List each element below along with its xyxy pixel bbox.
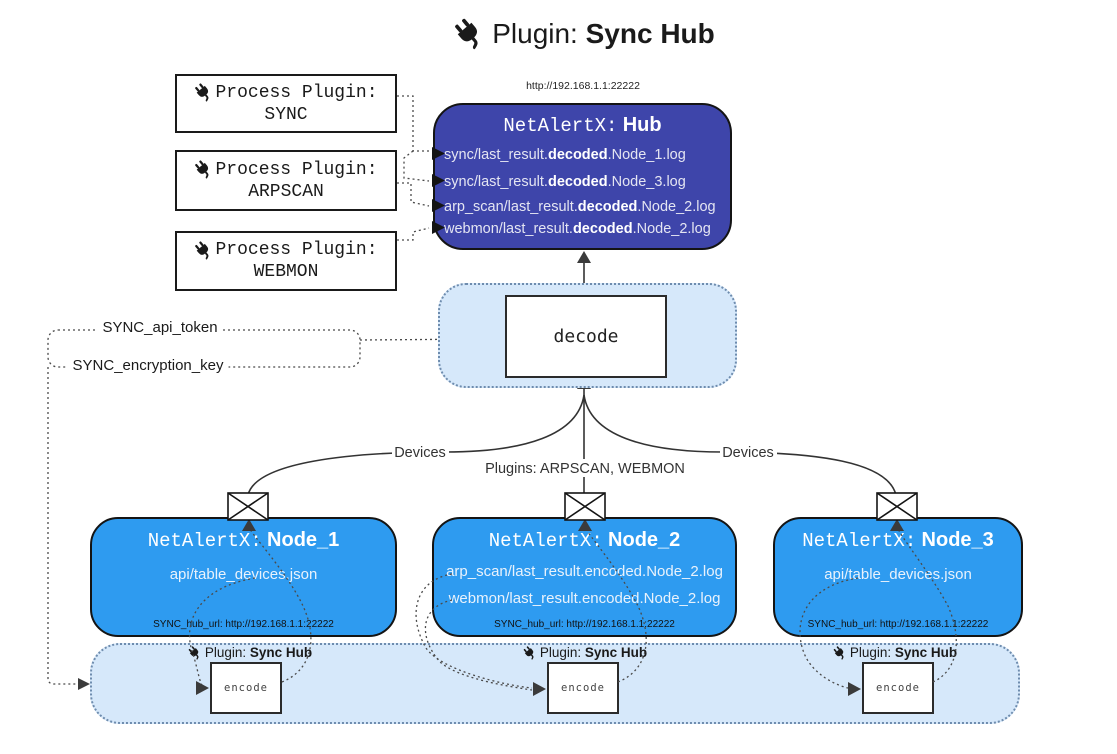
node-file: webmon/last_result.encoded.Node_2.log	[448, 590, 721, 607]
edge-sync-to-hub-2	[403, 150, 430, 182]
secret-api-token: SYNC_api_token	[97, 319, 223, 336]
plug-icon	[187, 645, 202, 660]
node-file: arp_scan/last_result.encoded.Node_2.log	[446, 563, 723, 580]
plug-icon	[194, 160, 214, 179]
secret-encryption-key: SYNC_encryption_key	[67, 357, 229, 374]
encode-box-1: encode	[210, 662, 282, 714]
edge-arpscan-to-hub	[397, 182, 430, 207]
process-plugin-name: WEBMON	[253, 262, 319, 282]
node-file: api/table_devices.json	[169, 566, 318, 583]
process-plugin-arpscan: Process Plugin: ARPSCAN	[175, 150, 397, 211]
hub-url-label: http://192.168.1.1:22222	[526, 80, 640, 92]
plug-icon	[194, 83, 214, 102]
node-1-box: NetAlertX: Node_1 api/table_devices.json…	[90, 517, 397, 637]
process-plugin-name: ARPSCAN	[248, 181, 324, 202]
title-prefix: Plugin:	[492, 18, 578, 49]
node-title-prefix: NetAlertX:	[488, 530, 603, 552]
encoder-label-2: Plugin: Sync Hub	[522, 645, 647, 660]
node-title-prefix: NetAlertX:	[147, 530, 262, 552]
node-title-name: Node_1	[267, 529, 340, 551]
edge-label-plugins: Plugins: ARPSCAN, WEBMON	[485, 461, 685, 477]
hub-box: NetAlertX: Hub sync/last_result.decoded.…	[433, 103, 732, 250]
process-plugin-label: Process Plugin:	[215, 82, 378, 103]
edge-label-devices-right: Devices	[722, 445, 774, 461]
edge-sync-to-hub	[397, 95, 429, 152]
encode-box-3: encode	[862, 662, 934, 714]
process-plugin-webmon: Process Plugin: WEBMON	[175, 231, 397, 291]
node-title-prefix: NetAlertX:	[802, 530, 917, 552]
mail-icon	[876, 492, 918, 521]
plug-icon	[194, 240, 214, 260]
edge-label-devices-left: Devices	[394, 445, 446, 461]
arrowhead-up	[577, 251, 591, 263]
mail-icon	[227, 492, 269, 521]
mail-icon	[564, 492, 606, 521]
edge-webmon-to-hub	[397, 227, 430, 241]
node-title-name: Node_2	[608, 529, 681, 551]
title-name: Sync Hub	[585, 18, 715, 49]
decode-box: decode	[505, 295, 667, 378]
edge-fan-left	[247, 394, 585, 496]
page-title: Plugin: Sync Hub	[453, 18, 715, 50]
edge-fan-right	[583, 394, 897, 496]
plug-icon	[832, 645, 847, 660]
encode-box-2: encode	[547, 662, 619, 714]
hub-title-name: Hub	[622, 114, 662, 136]
hub-log-row: sync/last_result.decoded.Node_3.log	[444, 174, 686, 190]
node-file: api/table_devices.json	[824, 566, 972, 583]
node-hub-url: SYNC_hub_url: http://192.168.1.1:22222	[494, 619, 675, 630]
node-2-box: NetAlertX: Node_2 arp_scan/last_result.e…	[432, 517, 737, 637]
encoder-label-3: Plugin: Sync Hub	[832, 645, 957, 660]
process-plugin-sync: Process Plugin: SYNC	[175, 74, 397, 133]
node-3-box: NetAlertX: Node_3 api/table_devices.json…	[773, 517, 1023, 637]
plug-icon	[522, 645, 537, 660]
arrowhead	[78, 678, 90, 690]
encoder-label-1: Plugin: Sync Hub	[187, 645, 312, 660]
node-hub-url: SYNC_hub_url: http://192.168.1.1:22222	[153, 619, 334, 630]
plug-icon	[453, 18, 486, 50]
process-plugin-label: Process Plugin:	[215, 240, 378, 260]
hub-title-prefix: NetAlertX:	[503, 115, 618, 137]
process-plugin-name: SYNC	[264, 104, 308, 125]
hub-log-row: arp_scan/last_result.decoded.Node_2.log	[444, 199, 716, 215]
node-title-name: Node_3	[921, 529, 994, 551]
hub-log-row: sync/last_result.decoded.Node_1.log	[444, 147, 686, 163]
node-hub-url: SYNC_hub_url: http://192.168.1.1:22222	[807, 619, 989, 630]
process-plugin-label: Process Plugin:	[215, 159, 378, 180]
hub-log-row: webmon/last_result.decoded.Node_2.log	[444, 221, 711, 237]
edge-secrets-to-band	[47, 367, 78, 685]
